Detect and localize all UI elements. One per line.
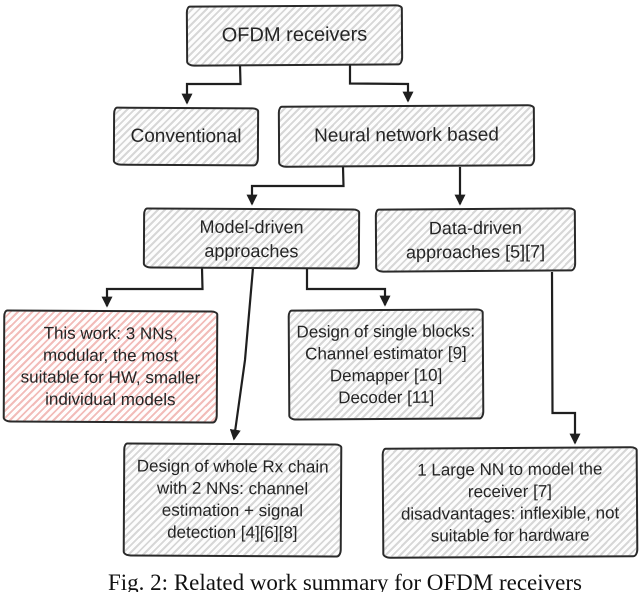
node-design-single-blocks: Design of single blocks: Channel estimat… (287, 308, 485, 421)
node-data-driven-approaches: Data-driven approaches [5][7] (374, 207, 577, 273)
node-label: Model-driven approaches (199, 216, 304, 261)
node-model-driven-approaches: Model-driven approaches (142, 207, 361, 270)
figure-caption: Fig. 2: Related work summary for OFDM re… (108, 570, 582, 592)
node-one-large-nn: 1 Large NN to model the receiver [7] dis… (381, 446, 639, 559)
node-label: Neural network based (314, 124, 499, 147)
node-label: Design of whole Rx chain with 2 NNs: cha… (136, 456, 329, 543)
node-conventional: Conventional (112, 106, 260, 167)
node-design-whole-rx-chain: Design of whole Rx chain with 2 NNs: cha… (122, 442, 343, 558)
node-label: 1 Large NN to model the receiver [7] dis… (400, 458, 620, 545)
node-label: This work: 3 NNs, modular, the most suit… (20, 323, 201, 409)
edge-data-to-large-nn (550, 271, 581, 445)
node-label: Data-driven approaches [5][7] (405, 217, 546, 263)
edge-model-to-whole-rx (229, 267, 255, 441)
node-label: Conventional (130, 125, 242, 147)
node-label: Design of single blocks: Channel estimat… (296, 320, 476, 407)
edge-ofdm-to-nn-based (348, 65, 414, 103)
edge-ofdm-to-conventional (181, 64, 242, 105)
node-this-work-highlight: This work: 3 NNs, modular, the most suit… (2, 309, 219, 424)
node-ofdm-receivers: OFDM receivers (185, 4, 404, 67)
edge-nn-to-model-driven (246, 166, 345, 206)
edge-model-to-this-work (101, 267, 204, 308)
edge-model-to-single-blocks (305, 268, 391, 307)
node-neural-network-based: Neural network based (277, 104, 536, 168)
node-label: OFDM receivers (221, 23, 368, 47)
